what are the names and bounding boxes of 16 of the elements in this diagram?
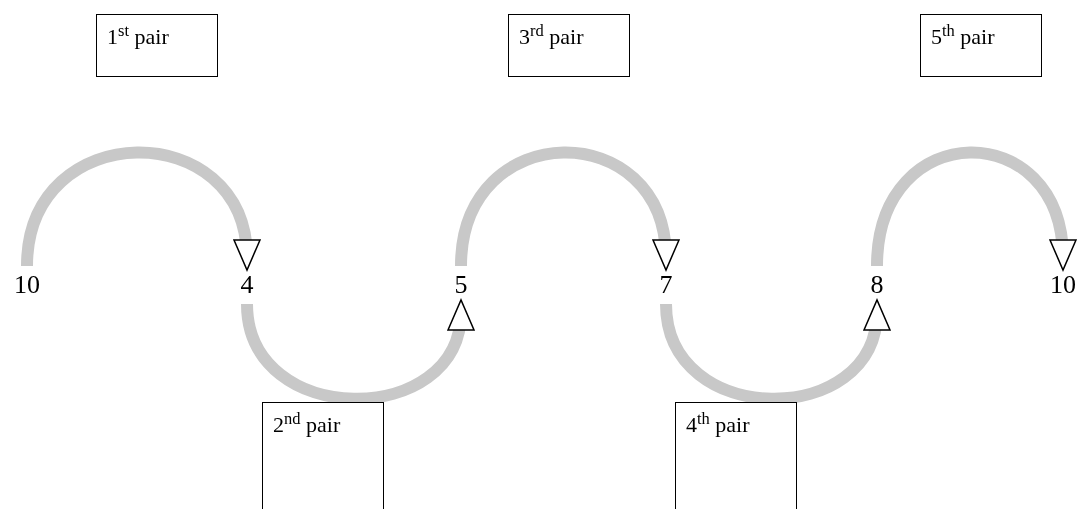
number-label: 4: [222, 268, 272, 302]
label-box: 2$^{nd}$ pair: [262, 402, 384, 509]
number-label: 7: [641, 268, 691, 302]
label-box: 5$^{th}$ pair: [920, 14, 1042, 77]
label-box: 3$^{rd}$ pair: [508, 14, 630, 77]
number-label: 10: [1038, 268, 1083, 302]
curved-arrow: [241, 299, 472, 405]
curved-arrow: [660, 299, 888, 405]
curved-arrow: [455, 146, 678, 271]
label-box: 1$^{st}$ pair: [96, 14, 218, 77]
number-label: 8: [852, 268, 902, 302]
curved-arrow: [21, 146, 259, 271]
label-box: 4$^{th}$ pair: [675, 402, 797, 509]
curved-arrow: [871, 146, 1075, 271]
number-label: 10: [2, 268, 52, 302]
number-label: 5: [436, 268, 486, 302]
